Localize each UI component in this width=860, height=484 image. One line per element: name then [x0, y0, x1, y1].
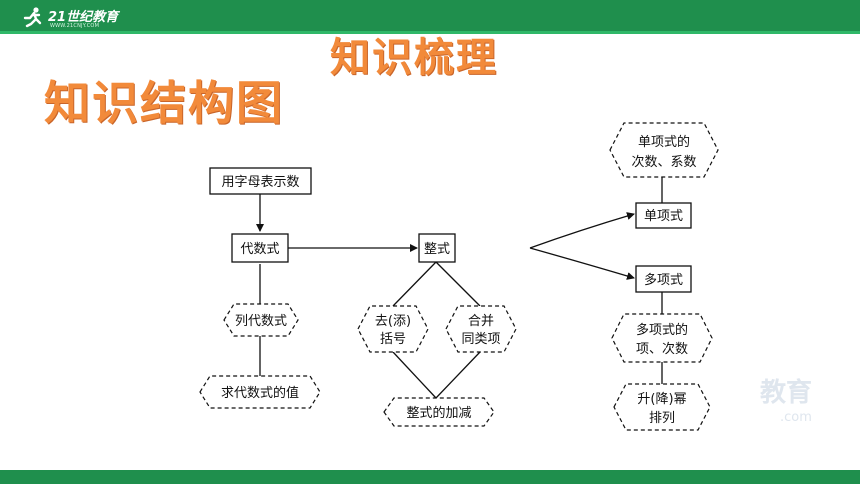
top-banner-accent [0, 31, 860, 34]
node-order-label-2: 排列 [649, 411, 675, 426]
node-integral-label: 整式 [424, 242, 450, 257]
node-list-expr: 列代数式 [223, 303, 299, 337]
logo-text: 21世纪教育 [48, 9, 119, 25]
connectors [256, 177, 663, 399]
node-represent-label: 用字母表示数 [221, 175, 299, 190]
watermark-sub: .com [780, 410, 812, 425]
node-remove-brackets-label-2: 括号 [380, 332, 406, 347]
runner-icon [23, 7, 42, 28]
top-banner [0, 0, 860, 34]
edge-integral-polynomial [529, 247, 635, 280]
node-represent: 用字母表示数 [209, 167, 312, 195]
edge-integral-monomial [529, 212, 635, 249]
node-monomial: 单项式 [635, 202, 692, 229]
node-integral: 整式 [418, 233, 456, 263]
node-monomial-props-label-2: 次数、系数 [631, 154, 696, 170]
edge-combine-addsub [435, 351, 481, 399]
node-order: 升(降)幂 排列 [613, 383, 711, 431]
bottom-banner [0, 470, 860, 484]
node-monomial-props-label-1: 单项式的 [638, 134, 690, 150]
page-title: 知识结构图 [44, 76, 284, 130]
edge-brackets-addsub [392, 351, 437, 399]
edge-integral-brackets [392, 261, 437, 307]
node-polynomial-label: 多项式 [644, 272, 683, 288]
node-algebraic-label: 代数式 [240, 242, 279, 257]
node-polynomial-props-label-1: 多项式的 [636, 322, 688, 338]
node-combine-like-terms: 合并 同类项 [445, 305, 517, 353]
watermark-logo: 教育 [760, 378, 813, 408]
node-monomial-label: 单项式 [644, 209, 683, 224]
node-combine-label-2: 同类项 [461, 332, 500, 347]
edge-integral-combine [435, 261, 481, 307]
node-order-label-1: 升(降)幂 [637, 392, 686, 407]
node-list-expr-label: 列代数式 [235, 314, 287, 329]
node-polynomial: 多项式 [635, 265, 692, 293]
logo-subtext: WWW.21CNJY.COM [50, 23, 100, 29]
node-monomial-props: 单项式的 次数、系数 [609, 122, 719, 178]
node-eval-expr-label: 求代数式的值 [221, 385, 299, 401]
section-title: 知识梳理 [330, 35, 498, 81]
node-remove-brackets: 去(添) 括号 [357, 305, 429, 353]
node-polynomial-props-label-2: 项、次数 [636, 341, 688, 357]
node-combine-label-1: 合并 [468, 314, 494, 329]
node-add-sub-label: 整式的加减 [406, 405, 471, 421]
node-add-sub: 整式的加减 [383, 397, 495, 427]
logo: 21世纪教育 [22, 6, 118, 28]
node-polynomial-props: 多项式的 项、次数 [611, 313, 713, 363]
node-remove-brackets-label-1: 去(添) [375, 314, 411, 329]
node-eval-expr: 求代数式的值 [199, 375, 321, 409]
node-algebraic: 代数式 [231, 233, 289, 263]
